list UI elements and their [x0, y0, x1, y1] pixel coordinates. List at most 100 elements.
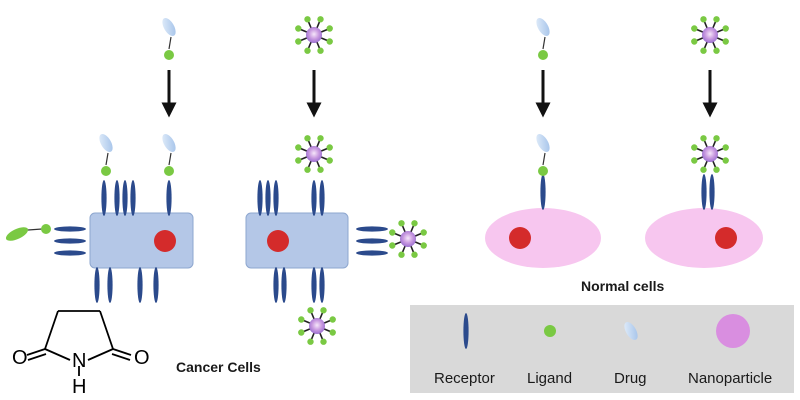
ligand	[101, 166, 111, 176]
nanoparticle	[691, 16, 729, 54]
linker	[542, 152, 546, 166]
ligand	[691, 38, 698, 45]
receptor	[54, 226, 86, 232]
cancer-cells-label: Cancer Cells	[176, 359, 261, 375]
receptor	[311, 180, 317, 216]
drug	[5, 227, 29, 241]
linker	[168, 36, 172, 50]
drug	[536, 133, 550, 153]
receptor	[273, 267, 279, 303]
ligand	[304, 16, 311, 23]
ligand	[307, 338, 314, 345]
ligand	[700, 47, 707, 54]
ligand	[713, 47, 720, 54]
ligand	[320, 307, 327, 314]
legend-nanoparticle-icon	[716, 314, 750, 348]
receptor	[153, 267, 159, 303]
ligand	[164, 166, 174, 176]
nanoparticle-group	[295, 16, 729, 345]
drug	[99, 133, 113, 153]
linker	[27, 228, 43, 231]
normal-cell-1-nucleus	[509, 227, 531, 249]
ligand-drug-conjugate	[536, 17, 550, 60]
cancer-cell-2-nucleus	[267, 230, 289, 252]
normal-cell-1	[485, 208, 601, 268]
legend-drug-icon	[624, 321, 638, 341]
ligand	[411, 220, 418, 227]
linker	[105, 152, 109, 166]
receptor	[101, 180, 107, 216]
receptor	[94, 267, 100, 303]
ligand	[164, 50, 174, 60]
ligand	[304, 166, 311, 173]
nanoparticle	[295, 16, 333, 54]
arrows	[161, 70, 718, 118]
ligand-drug-conjugate	[99, 133, 113, 176]
legend-ligand-icon	[544, 325, 556, 337]
ligand	[722, 144, 729, 151]
nitrogen-label: N	[72, 350, 86, 372]
ligand	[389, 229, 396, 236]
ligand	[700, 16, 707, 23]
ligand	[304, 135, 311, 142]
ligand	[691, 144, 698, 151]
receptor	[701, 174, 707, 210]
ligand	[304, 47, 311, 54]
ligand	[326, 144, 333, 151]
ligand	[317, 16, 324, 23]
receptor	[319, 267, 325, 303]
receptor-group	[54, 174, 715, 303]
ligand	[317, 47, 324, 54]
ligand	[420, 242, 427, 249]
hydrogen-label: H	[72, 376, 86, 398]
receptor	[356, 226, 388, 232]
legend-receptor-icon	[463, 313, 469, 349]
receptor	[709, 174, 715, 210]
ligand	[320, 338, 327, 345]
normal-cell-2	[645, 208, 763, 268]
nanoparticle-core	[306, 146, 322, 162]
receptor	[257, 180, 263, 216]
legend-drug-label: Drug	[614, 370, 647, 387]
receptor	[54, 238, 86, 244]
receptor	[265, 180, 271, 216]
ligand	[295, 25, 302, 32]
legend-nanoparticle-label: Nanoparticle	[688, 370, 772, 387]
nanoparticle-core	[306, 27, 322, 43]
legend-ligand-label: Ligand	[527, 370, 572, 387]
drug	[536, 17, 550, 37]
legend-receptor-label: Receptor	[434, 370, 495, 387]
ligand	[295, 38, 302, 45]
nanoparticle	[691, 135, 729, 173]
ligand	[691, 25, 698, 32]
ligand	[329, 329, 336, 336]
ligand	[398, 220, 405, 227]
receptor	[166, 180, 172, 216]
receptor	[356, 238, 388, 244]
oxygen-left-label: O	[12, 347, 28, 369]
ligand	[298, 329, 305, 336]
nanoparticle	[389, 220, 427, 258]
ligand	[700, 166, 707, 173]
nanoparticle-core	[309, 318, 325, 334]
ligand	[41, 224, 51, 234]
nanoparticle-core	[702, 27, 718, 43]
nanoparticle-core	[400, 231, 416, 247]
nanoparticle	[295, 135, 333, 173]
ligand	[713, 16, 720, 23]
ligand	[295, 157, 302, 164]
ligand-drug-conjugate	[162, 17, 176, 60]
ligand	[326, 25, 333, 32]
receptor	[114, 180, 120, 216]
receptor	[54, 250, 86, 256]
receptor	[356, 250, 388, 256]
normal-cells-label: Normal cells	[581, 278, 664, 294]
receptor	[137, 267, 143, 303]
ligand	[713, 135, 720, 142]
linker	[542, 36, 546, 50]
drug	[162, 17, 176, 37]
ligand	[722, 25, 729, 32]
ligand	[326, 38, 333, 45]
ligand	[326, 157, 333, 164]
